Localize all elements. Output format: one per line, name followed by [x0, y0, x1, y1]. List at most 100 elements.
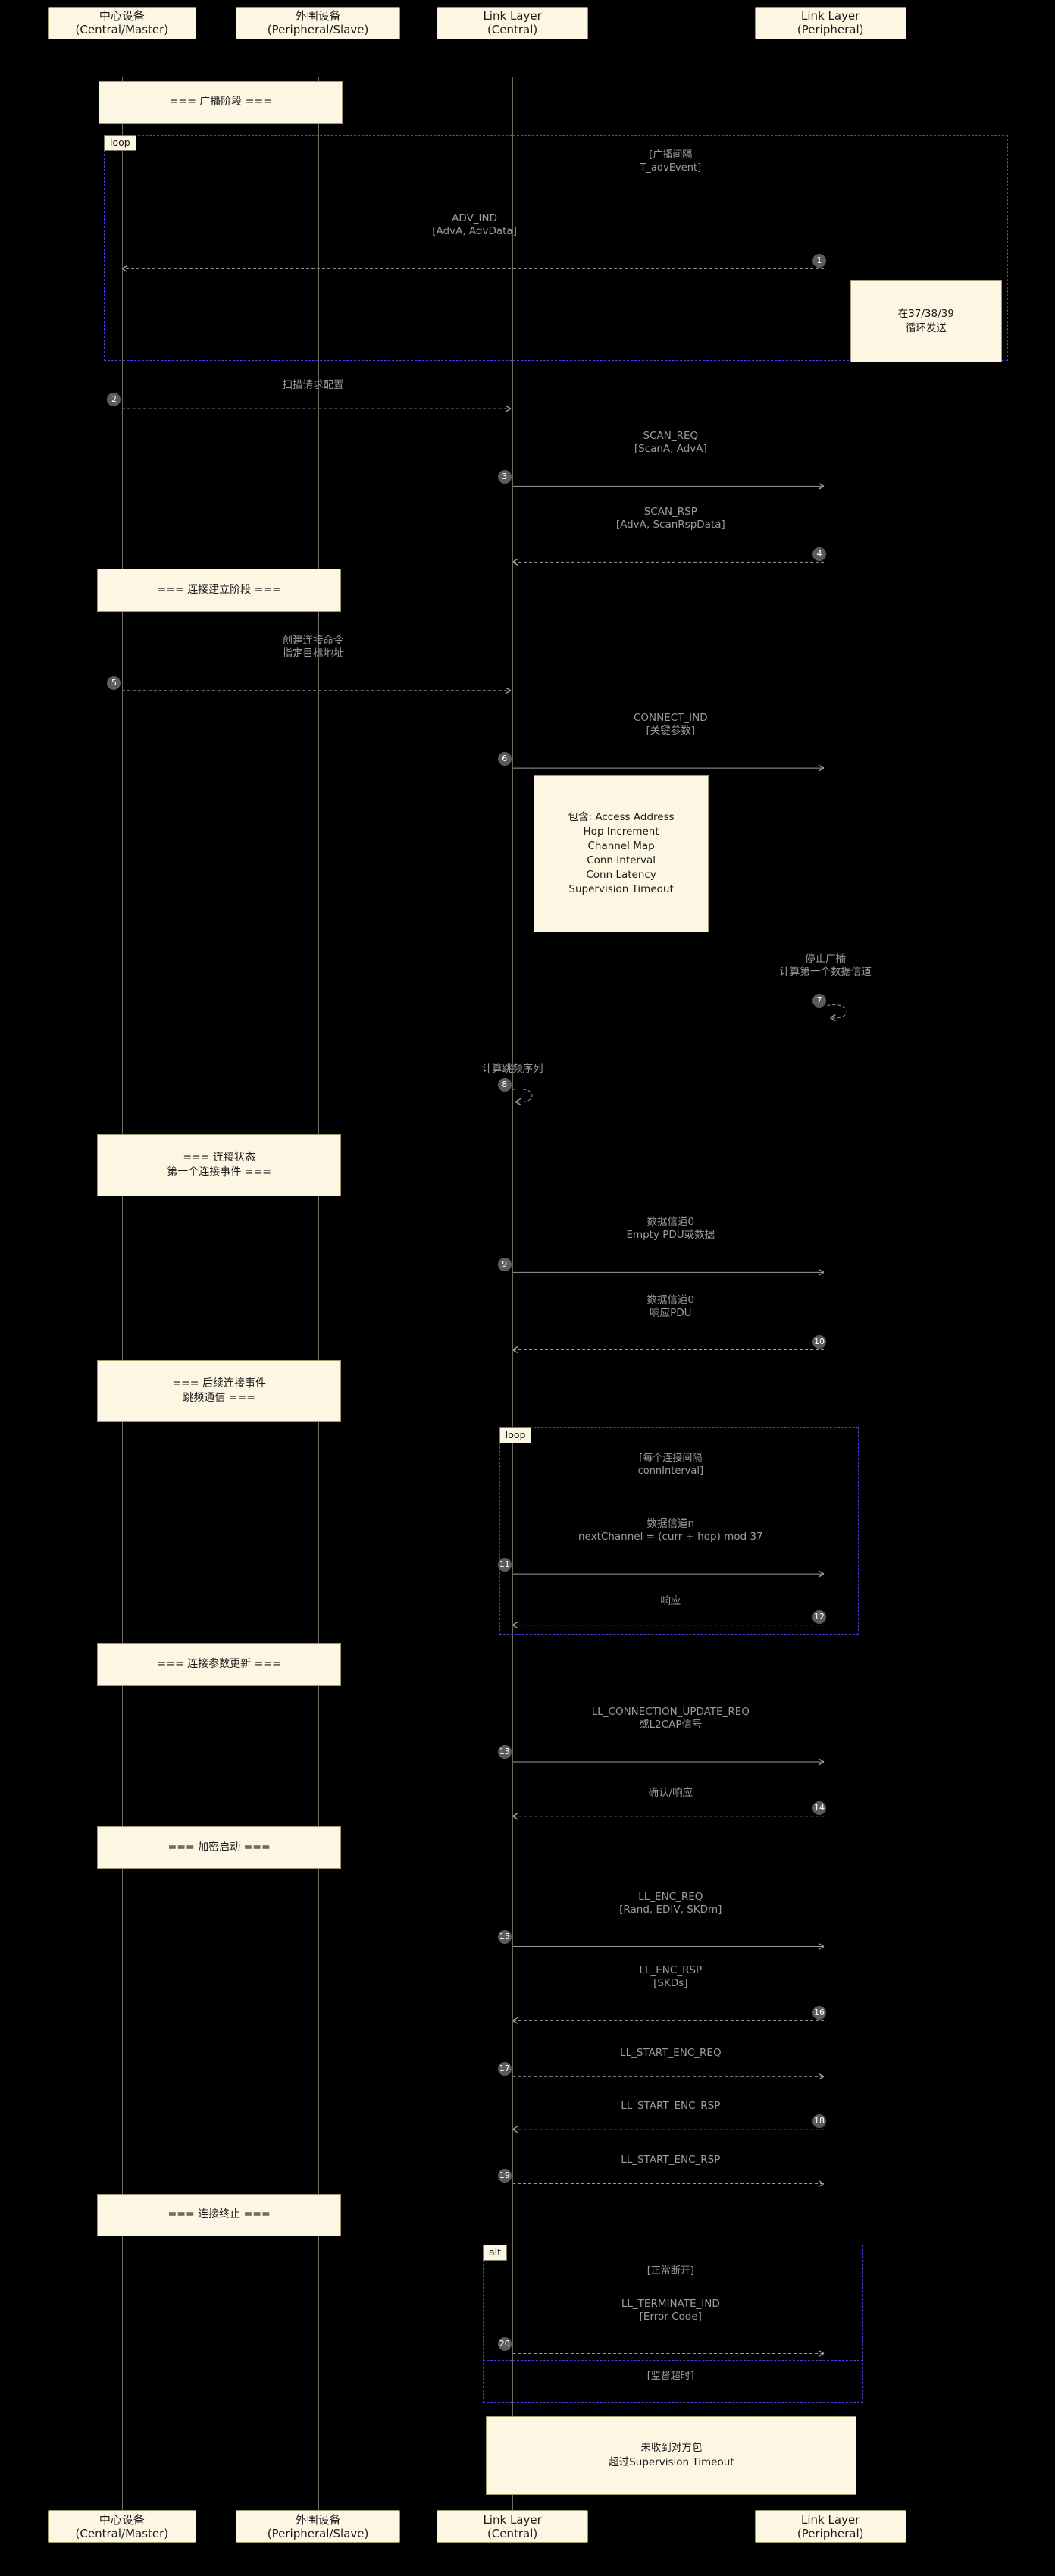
- note-connect-params-line1: 包含: Access Address: [568, 811, 675, 824]
- frag-terminate-alt-condition-line1: [正常断开]: [646, 2265, 694, 2277]
- msg-stop-adv-sequence-number: 7: [812, 994, 826, 1008]
- frag-conn-event-loop: [499, 1427, 859, 1635]
- frag-terminate-alt-condition: [正常断开]: [647, 2264, 694, 2277]
- msg-data-chn-rsp-label: 响应: [660, 1595, 681, 1608]
- msg-adv-ind-label-line2: [AdvA, AdvData]: [432, 225, 517, 238]
- msg-ll-enc-rsp-sequence-number: 16: [812, 2005, 826, 2020]
- msg-ll-start-enc-rsp-1-label: LL_START_ENC_RSP: [621, 2100, 720, 2113]
- sep-encryption-start-label: === 加密启动 ===: [167, 1841, 271, 1854]
- participant-llc-top: Link Layer(Central): [437, 6, 589, 40]
- note-connect-params-line2: Hop Increment: [583, 826, 659, 838]
- msg-data-ch0-req-sequence-number: 9: [497, 1257, 512, 1271]
- note-adv-channels-line2: 循环发送: [905, 321, 947, 334]
- msg-scan-rsp-label: SCAN_RSP[AdvA, ScanRspData]: [616, 506, 725, 531]
- msg-connect-ind-label: CONNECT_IND[关键参数]: [634, 712, 708, 738]
- msg-data-ch0-rsp-sequence-number: 10: [812, 1335, 826, 1349]
- sep-conn-param-update: === 连接参数更新 ===: [97, 1643, 342, 1686]
- msg-ll-start-enc-rsp-2-label-line1: LL_START_ENC_RSP: [621, 2154, 721, 2167]
- msg-ll-start-enc-req-sequence-number: 17: [497, 2061, 512, 2076]
- participant-label-line2: (Peripheral/Slave): [267, 23, 369, 37]
- sep-connected-state-label-line2: 第一个连接事件 ===: [167, 1166, 271, 1178]
- frag-terminate-alt-else-condition: [监督超时]: [646, 2371, 694, 2383]
- msg-conn-update-ack-label: 确认/响应: [649, 1787, 693, 1800]
- msg-stop-adv-label-line2: 计算第一个数据信道: [779, 965, 872, 978]
- lifeline-peripheral: [318, 77, 319, 2510]
- msg-data-ch0-req-label-line1: 数据信道0: [646, 1216, 695, 1229]
- msg-stop-adv-label: 停止广播计算第一个数据信道: [779, 953, 872, 979]
- msg-calc-hop-label: 计算跳频序列: [482, 1063, 543, 1076]
- msg-data-chn-label-line1: 数据信道n: [646, 1518, 695, 1531]
- msg-stop-adv-label-line1: 停止广播: [805, 952, 847, 965]
- frag-terminate-alt-tab: alt: [482, 2244, 508, 2261]
- sep-connection-setup: === 连接建立阶段 ===: [97, 569, 342, 612]
- msg-ll-start-enc-rsp-1-label-line1: LL_START_ENC_RSP: [621, 2099, 721, 2112]
- participant-label-line1: 外围设备: [295, 2512, 341, 2527]
- sep-subsequent-events-label-line1: === 后续连接事件: [172, 1377, 266, 1390]
- msg-scan-config-label-line1: 扫描请求配置: [282, 379, 344, 392]
- note-adv-channels-line1: 在37/38/39: [897, 307, 954, 320]
- msg-scan-req-sequence-number: 3: [497, 469, 512, 484]
- participant-label-line2: (Central/Master): [75, 2526, 169, 2540]
- msg-scan-config-label: 扫描请求配置: [283, 379, 344, 392]
- msg-connect-ind-label-line1: CONNECT_IND: [633, 712, 708, 725]
- msg-ll-enc-req-sequence-number: 15: [497, 1929, 512, 1944]
- sep-broadcast-label: === 广播阶段 ===: [169, 96, 272, 108]
- msg-ll-terminate-ind-sequence-number: 20: [497, 2336, 512, 2351]
- participant-label-line1: Link Layer: [483, 2512, 542, 2527]
- frag-conn-event-loop-tab: loop: [499, 1427, 532, 1443]
- msg-scan-rsp-label-line2: [AdvA, ScanRspData]: [615, 519, 725, 531]
- participant-label-line2: (Peripheral/Slave): [267, 2526, 369, 2540]
- sep-connected-state: === 连接状态第一个连接事件 ===: [97, 1133, 342, 1197]
- sep-connected-state-label-line1: === 连接状态: [183, 1152, 255, 1164]
- participant-peripheral-top: 外围设备(Peripheral/Slave): [235, 6, 401, 40]
- participant-label-line2: (Peripheral): [797, 2526, 864, 2540]
- msg-conn-update-req-label-line2: 或L2CAP信号: [639, 1719, 703, 1731]
- participant-central-top: 中心设备(Central/Master): [48, 6, 196, 40]
- msg-scan-req-label: SCAN_REQ[ScanA, AdvA]: [634, 430, 707, 456]
- msg-conn-update-req-label-line1: LL_CONNECTION_UPDATE_REQ: [591, 1706, 750, 1719]
- note-connect-params-line4: Conn Interval: [587, 854, 656, 867]
- msg-calc-hop-sequence-number: 8: [497, 1077, 512, 1092]
- participant-label-line2: (Central): [487, 23, 538, 37]
- msg-scan-rsp-sequence-number: 4: [812, 547, 826, 561]
- sep-subsequent-events: === 后续连接事件跳频通信 ===: [97, 1359, 342, 1423]
- frag-adv-loop: [103, 135, 1009, 362]
- frag-adv-loop-condition-line1: [广播间隔: [649, 149, 693, 161]
- msg-ll-terminate-ind-label: LL_TERMINATE_IND[Error Code]: [621, 2298, 720, 2324]
- msg-ll-start-enc-rsp-1-sequence-number: 18: [812, 2114, 826, 2129]
- participant-label-line2: (Central/Master): [75, 23, 169, 37]
- msg-ll-enc-req-label-line2: [Rand, EDIV, SKDm]: [619, 1903, 722, 1916]
- msg-conn-update-ack-label-line1: 确认/响应: [648, 1786, 693, 1799]
- msg-conn-update-req-sequence-number: 13: [497, 1745, 512, 1760]
- sep-connection-terminate-label: === 连接终止 ===: [167, 2208, 271, 2221]
- note-supervision-timeout: 未收到对方包超过Supervision Timeout: [486, 2416, 857, 2496]
- note-connect-params-line3: Channel Map: [587, 840, 655, 853]
- msg-ll-enc-req-label: LL_ENC_REQ[Rand, EDIV, SKDm]: [619, 1891, 722, 1916]
- frag-adv-loop-condition-line2: T_advEvent]: [640, 161, 702, 174]
- msg-ll-start-enc-req-label-line1: LL_START_ENC_REQ: [620, 2047, 722, 2060]
- msg-ll-enc-rsp-label: LL_ENC_RSP[SKDs]: [639, 1964, 702, 1990]
- frag-terminate-alt-else-divider: [482, 2360, 864, 2361]
- msg-ll-terminate-ind-label-line1: LL_TERMINATE_IND: [621, 2297, 720, 2310]
- participant-label-line1: 中心设备: [99, 9, 145, 24]
- participant-label-line1: Link Layer: [801, 9, 860, 24]
- msg-data-chn-label-line2: nextChannel = (curr + hop) mod 37: [578, 1531, 763, 1543]
- msg-data-ch0-rsp-label-line2: 响应PDU: [650, 1306, 692, 1319]
- participant-label-line1: Link Layer: [483, 9, 542, 24]
- msg-scan-req-label-line1: SCAN_REQ: [643, 430, 699, 443]
- frag-conn-event-loop-condition-line1: [每个连接间隔: [639, 1453, 703, 1465]
- lifeline-central: [121, 77, 123, 2510]
- participant-llp-bottom: Link Layer(Peripheral): [754, 2510, 906, 2543]
- sep-connection-terminate: === 连接终止 ===: [97, 2193, 342, 2237]
- msg-ll-start-enc-rsp-2-sequence-number: 19: [497, 2169, 512, 2183]
- frag-adv-loop-tab: loop: [103, 135, 136, 152]
- sep-connection-setup-label: === 连接建立阶段 ===: [157, 583, 281, 596]
- msg-create-conn-label-line2: 指定目标地址: [282, 647, 344, 660]
